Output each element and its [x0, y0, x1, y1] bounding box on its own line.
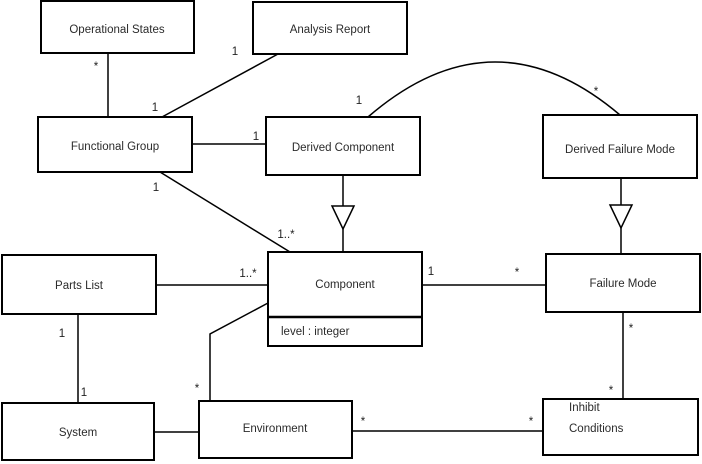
association-analysis-report-functional-group: 1 1	[152, 46, 279, 118]
class-box	[542, 398, 699, 456]
association-parts-list-system: 1 1	[59, 314, 87, 403]
association-failure-mode-inhibit-conditions: * *	[609, 312, 634, 399]
multiplicity-label: 1	[152, 102, 158, 114]
multiplicity-label: 1	[428, 266, 434, 278]
class-name: Derived Component	[292, 142, 395, 154]
class-name: Derived Failure Mode	[565, 144, 675, 156]
multiplicity-label: *	[594, 86, 599, 98]
class-inhibit-conditions: Inhibit Conditions	[542, 398, 699, 456]
association-arc	[367, 61, 621, 118]
association-line	[161, 53, 279, 118]
class-name: System	[59, 427, 97, 439]
multiplicity-label: 1	[59, 328, 65, 340]
multiplicity-label: 1	[153, 182, 159, 194]
class-name: Parts List	[55, 280, 104, 292]
class-name: Environment	[243, 423, 308, 435]
association-derived-component-derived-failure-mode: 1 *	[356, 61, 621, 118]
multiplicity-label: 1	[81, 387, 87, 399]
association-functional-group-derived-component: 1	[192, 131, 266, 145]
class-environment: Environment	[198, 400, 353, 459]
multiplicity-label: *	[361, 416, 366, 428]
multiplicity-label: 1..*	[239, 268, 257, 280]
generalization-derived-component-component	[330, 175, 356, 252]
class-box	[37, 116, 193, 173]
multiplicity-label: 1	[232, 46, 238, 58]
multiplicity-label: *	[515, 267, 520, 279]
class-box	[252, 1, 408, 55]
multiplicity-label: 1	[253, 131, 259, 143]
class-functional-group: Functional Group	[37, 116, 193, 173]
class-derived-component: Derived Component	[265, 116, 421, 176]
class-box	[1, 402, 155, 461]
multiplicity-label: *	[195, 383, 200, 395]
multiplicity-label: 1..*	[277, 229, 295, 241]
association-functional-group-component: 1 1..*	[153, 171, 295, 253]
class-box	[542, 114, 698, 179]
generalization-triangle-icon	[608, 204, 634, 230]
association-operational-states-functional-group: *	[94, 53, 109, 117]
generalization-triangle-icon	[330, 205, 356, 231]
association-line	[209, 302, 269, 401]
multiplicity-label: *	[629, 323, 634, 335]
class-failure-mode: Failure Mode	[545, 253, 701, 313]
generalization-derived-failure-mode-failure-mode	[608, 178, 634, 254]
association-environment-component: *	[195, 302, 269, 401]
class-name-line-1: Inhibit	[569, 402, 600, 414]
association-parts-list-component: 1 1..*	[147, 266, 268, 286]
class-box	[267, 251, 423, 347]
class-name: Operational States	[69, 24, 165, 36]
class-name: Failure Mode	[589, 278, 656, 290]
class-parts-list: Parts List	[1, 254, 157, 315]
class-name: Analysis Report	[290, 24, 371, 36]
class-derived-failure-mode: Derived Failure Mode	[542, 114, 698, 179]
class-box	[198, 400, 353, 459]
class-system: System	[1, 402, 155, 461]
association-environment-inhibit-conditions: * *	[352, 416, 543, 432]
class-component: Component level : integer	[267, 251, 423, 347]
association-line	[159, 171, 291, 253]
class-box	[40, 0, 195, 54]
multiplicity-label: 1	[356, 95, 362, 107]
association-component-failure-mode: 1 *	[422, 266, 546, 286]
class-attribute: level : integer	[281, 326, 350, 338]
class-name: Functional Group	[71, 141, 159, 153]
class-box	[545, 253, 701, 313]
class-operational-states: Operational States	[40, 0, 195, 54]
multiplicity-label: *	[94, 61, 99, 73]
class-box	[265, 116, 421, 176]
multiplicity-label: *	[609, 385, 614, 397]
multiplicity-label: *	[529, 416, 534, 428]
class-analysis-report: Analysis Report	[252, 1, 408, 55]
class-box	[1, 254, 157, 315]
class-name-line-2: Conditions	[569, 423, 624, 435]
class-name: Component	[315, 279, 375, 291]
